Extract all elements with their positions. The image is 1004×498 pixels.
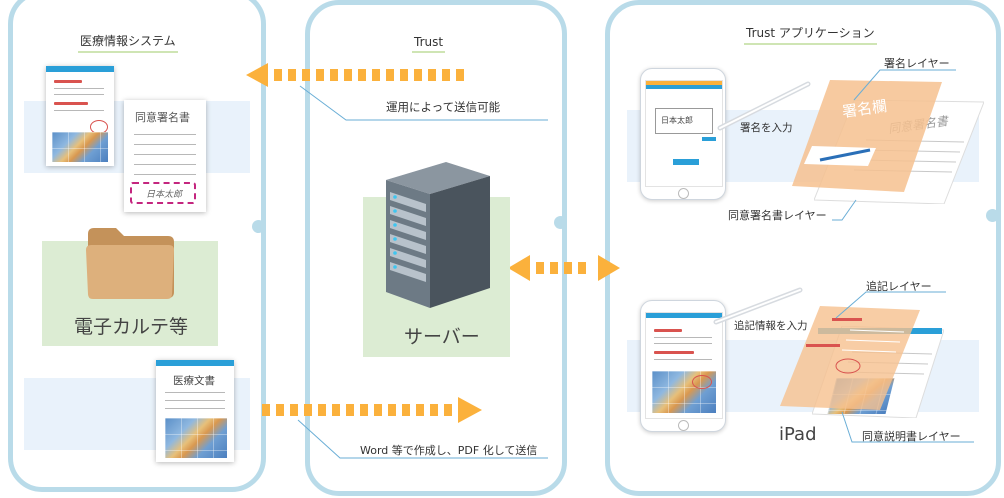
note-bottom: Word 等で作成し、PDF 化して送信 (360, 444, 538, 457)
signature-layer-sheet (792, 80, 942, 192)
record-sheet (46, 66, 114, 166)
sign-input-label: 署名を入力 (740, 122, 793, 134)
ipad-circle-mark (692, 375, 712, 389)
server-icon (386, 162, 490, 308)
append-layer-label: 追記レイヤー (866, 280, 932, 293)
folder-label: 電子カルテ等 (74, 316, 189, 338)
arrow-left-icon (246, 63, 464, 87)
ipad-small-button[interactable] (702, 137, 716, 141)
ipad-top-screen: 日本太郎 (645, 80, 723, 187)
note-top-leader (299, 85, 548, 121)
ipad-signature-text: 日本太郎 (661, 116, 693, 125)
right-heading: Trust アプリケーション (744, 24, 877, 45)
record-sheet-header (46, 66, 114, 72)
medical-doc-header (156, 360, 234, 366)
signature-layer-label: 署名レイヤー (884, 57, 950, 70)
note-top: 運用によって送信可能 (386, 100, 501, 114)
center-heading: Trust (412, 35, 446, 53)
center-panel-dot (554, 216, 567, 229)
folder-icon (86, 228, 174, 299)
ipad-signature-pad[interactable] (655, 108, 713, 134)
stylus-icon-bottom (713, 287, 803, 325)
append-input-label: 追記情報を入力 (734, 320, 808, 332)
medical-doc: 医療文書 (156, 360, 234, 462)
signature-box (130, 182, 196, 204)
double-arrow-icon (508, 255, 620, 281)
arrow-right-icon (262, 397, 482, 423)
explanation-layer-label: 同意説明書レイヤー (862, 430, 961, 443)
ipad-bottom (640, 300, 726, 432)
consent-doc: 同意署名書 日本太郎 (124, 100, 206, 212)
consent-doc-title: 同意署名書 (135, 111, 190, 124)
append-layer-sheet (780, 306, 920, 410)
device-label: iPad (779, 424, 817, 445)
ipad-top: 日本太郎 (640, 68, 726, 200)
note-bottom-leader (297, 419, 548, 459)
explanation-layer-leader (841, 411, 974, 443)
server-label: サーバー (404, 326, 480, 348)
medical-doc-title: 医療文書 (173, 375, 215, 387)
medical-map-image (165, 418, 227, 458)
stylus-icon (717, 81, 811, 131)
signature-layer-leader (853, 69, 956, 101)
left-panel-dot (252, 220, 265, 233)
consent-layer-label: 同意署名書レイヤー (728, 209, 827, 222)
right-panel-dot (986, 209, 999, 222)
consent-layer-leader (832, 199, 857, 221)
signature-text: 日本太郎 (146, 190, 183, 200)
left-heading: 医療情報システム (78, 32, 178, 53)
ipad-submit-button[interactable] (673, 159, 699, 165)
record-map-image (52, 132, 108, 162)
append-layer-leader (835, 291, 946, 319)
ipad-bottom-screen (645, 312, 723, 419)
